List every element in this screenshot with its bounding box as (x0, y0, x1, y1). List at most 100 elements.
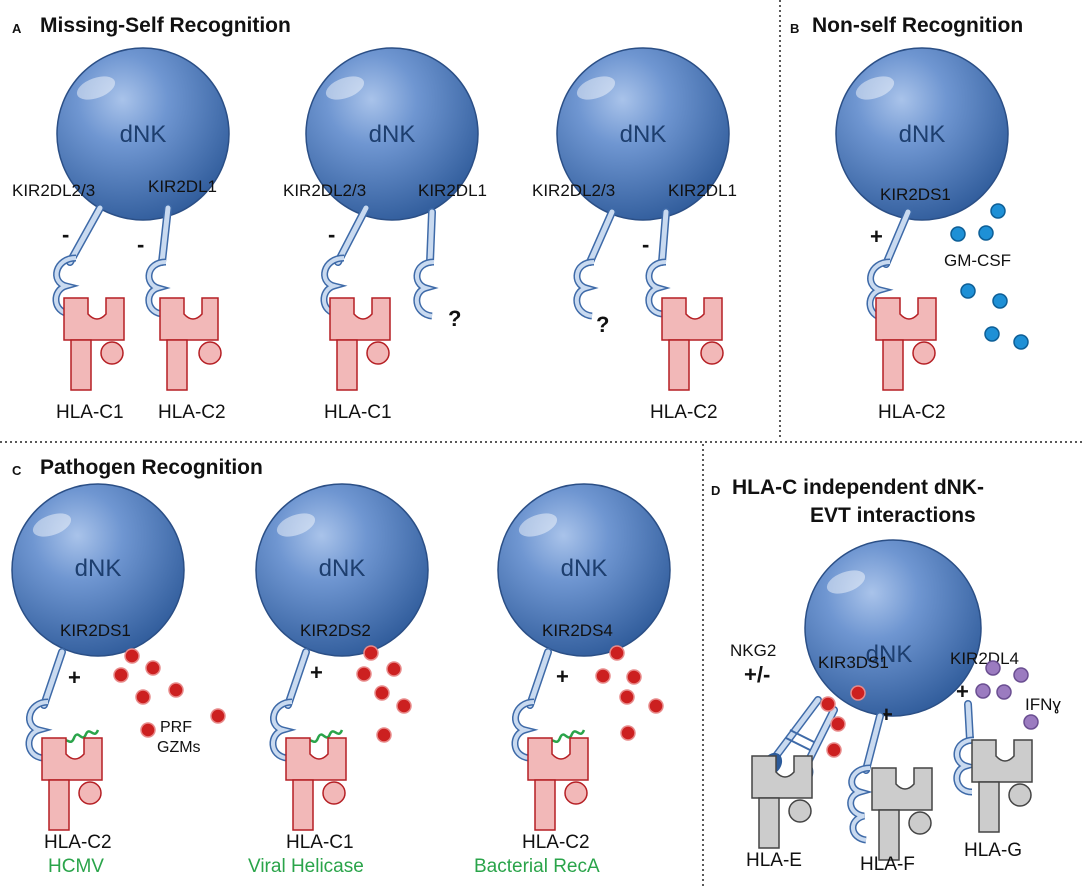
ifn-gamma-label: IFNɣ (1025, 695, 1061, 714)
sign-left: - (62, 222, 69, 247)
panel-a-title: Missing-Self Recognition (40, 14, 291, 37)
gm-csf-label: GM-CSF (944, 251, 1011, 270)
receptor-stalk-right-unbound (413, 208, 439, 320)
receptor-label-kir2dl1: KIR2DL1 (148, 177, 217, 196)
granule-dots (595, 645, 664, 741)
c-cell-1: dNK KIR2DS1 + PRF GZMs (11, 483, 226, 877)
dnk-cell (804, 539, 982, 717)
granule-dots (113, 648, 226, 738)
receptor-label-kir2ds1: KIR2DS1 (880, 185, 951, 204)
dnk-cell (11, 483, 185, 657)
question-mark: ? (448, 306, 461, 331)
receptor-label-kir2dl1: KIR2DL1 (668, 181, 737, 200)
panel-d: D HLA-C independent dNK- EVT interaction… (711, 476, 1061, 875)
panel-d-letter: D (711, 483, 720, 498)
receptor-label-kir2dl4: KIR2DL4 (950, 649, 1019, 668)
gm-csf-dots (950, 203, 1029, 350)
hla-molecule (329, 297, 391, 391)
hla-label-left: HLA-C1 (56, 402, 124, 423)
hla-molecule (875, 297, 937, 391)
hla-label-right: HLA-C2 (158, 402, 226, 423)
panel-a-letter: A (12, 21, 22, 36)
receptor-label-kir2ds4: KIR2DS4 (542, 621, 613, 640)
dnk-cell (56, 47, 230, 221)
hla-g-label: HLA-G (964, 840, 1022, 861)
sign-plus: + (870, 224, 883, 249)
a-cell-3: dNK KIR2DL2/3 KIR2DL1 - ? HLA (532, 47, 737, 423)
kir2dl4-receptor (953, 700, 979, 796)
panel-a: A Missing-Self Recognition dNK KIR2DL2/3… (12, 14, 737, 423)
granule-dots (356, 645, 412, 743)
dnk-cell (305, 47, 479, 221)
dnk-cell (556, 47, 730, 221)
hla-molecule-right (159, 297, 222, 391)
c-cell-3: dNK KIR2DS4 + (474, 483, 671, 877)
granule-label-prf: PRF (160, 719, 192, 736)
sign-kir2dl4: + (956, 679, 969, 704)
dnk-label: dNK (369, 121, 416, 148)
hla-molecule-left (63, 297, 125, 391)
panel-b: B Non-self Recognition dNK KIR2DS1 + GM-… (790, 14, 1029, 423)
a-cell-2: dNK KIR2DL2/3 KIR2DL1 - ? HLA (283, 47, 487, 423)
receptor-label-kir3ds1: KIR3DS1 (818, 653, 889, 672)
hla-label: HLA-C2 (522, 832, 590, 853)
hla-molecule (527, 737, 589, 831)
receptor-label-kir2dl2-3: KIR2DL2/3 (283, 181, 366, 200)
panel-c: C Pathogen Recognition dNK KIR2DS1 + (11, 456, 671, 877)
granule-dots (820, 685, 866, 758)
sign-plus: + (68, 665, 81, 690)
hla-label: HLA-C2 (878, 402, 946, 423)
hla-label: HLA-C1 (286, 832, 354, 853)
panel-c-letter: C (12, 463, 22, 478)
panel-d-title-line2: EVT interactions (810, 504, 976, 527)
pathogen-label: HCMV (48, 856, 104, 877)
dnk-label: dNK (75, 555, 122, 582)
sign-left: - (328, 222, 335, 247)
hla-molecule (41, 737, 103, 831)
hla-f-label: HLA-F (860, 854, 915, 875)
dnk-label: dNK (120, 121, 167, 148)
dnk-label: dNK (620, 121, 667, 148)
a-cell-1: dNK KIR2DL2/3 KIR2DL1 - - (12, 47, 230, 423)
receptor-label-kir2dl1: KIR2DL1 (418, 181, 487, 200)
sign-nkg2: +/- (744, 662, 770, 687)
receptor-stalk-right (645, 208, 671, 318)
receptor-stalk-left (52, 204, 104, 318)
receptor-stalk (25, 648, 66, 762)
receptor-label-kir2ds1: KIR2DS1 (60, 621, 131, 640)
hla-e-label: HLA-E (746, 850, 802, 871)
sign-plus: + (556, 664, 569, 689)
panel-b-title: Non-self Recognition (812, 14, 1023, 37)
kir3ds1-receptor (847, 712, 884, 844)
hla-label: HLA-C2 (44, 832, 112, 853)
c-cell-2: dNK KIR2DS2 + (248, 483, 429, 877)
sign-kir3ds1: + (880, 702, 893, 727)
receptor-label-kir2dl2-3: KIR2DL2/3 (532, 181, 615, 200)
receptor-stalk-left (320, 204, 370, 318)
dnk-cell (497, 483, 671, 657)
hla-e-molecule (751, 755, 813, 849)
hla-g-molecule (971, 739, 1033, 833)
sign-right: - (642, 232, 649, 257)
dnk-label: dNK (561, 555, 608, 582)
receptor-stalk-left-unbound (573, 208, 616, 320)
hla-label: HLA-C1 (324, 402, 392, 423)
pathogen-peptide-icon (60, 729, 100, 745)
receptor-label-kir2ds2: KIR2DS2 (300, 621, 371, 640)
dnk-label: dNK (866, 641, 913, 668)
receptor-stalk (866, 208, 912, 322)
receptor-stalk (511, 648, 552, 762)
hla-label: HLA-C2 (650, 402, 718, 423)
dnk-label: dNK (319, 555, 366, 582)
hla-molecule (285, 737, 347, 831)
pathogen-label: Viral Helicase (248, 856, 364, 877)
receptor-stalk-right (145, 204, 172, 318)
sign-right: - (137, 232, 144, 257)
sign-plus: + (310, 660, 323, 685)
pathogen-peptide-icon (304, 729, 344, 745)
receptor-label-kir2dl2-3: KIR2DL2/3 (12, 181, 95, 200)
dnk-cell (255, 483, 429, 657)
dnk-cell (835, 47, 1009, 221)
hla-molecule (661, 297, 724, 391)
